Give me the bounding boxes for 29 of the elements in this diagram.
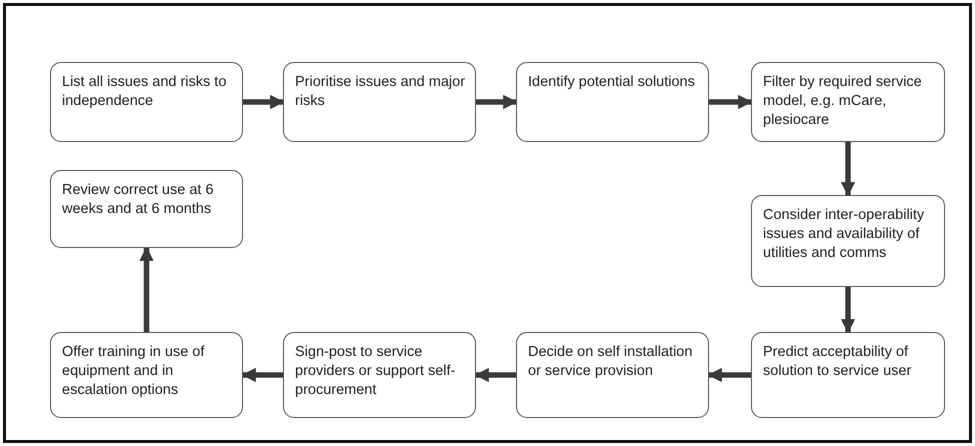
process-box bbox=[283, 62, 476, 142]
step-text: Consider inter-operability issues and availability of utilities and comms bbox=[763, 206, 926, 263]
arrow bbox=[139, 246, 154, 332]
arrow bbox=[708, 368, 751, 382]
arrow bbox=[474, 368, 516, 382]
process-box bbox=[516, 62, 709, 142]
process-box bbox=[50, 332, 243, 418]
process-box bbox=[751, 195, 945, 287]
process-box bbox=[50, 62, 243, 142]
step-text: Filter by required service model, e.g. mCare, plesiocare bbox=[763, 73, 923, 130]
step-text: Decide on self installation or service provision bbox=[528, 343, 694, 381]
step-text: Predict acceptability of solution to service user bbox=[763, 343, 912, 381]
arrow bbox=[840, 142, 856, 196]
step-text: Review correct use at 6 weeks and at 6 months bbox=[62, 181, 215, 219]
arrow bbox=[709, 94, 752, 110]
process-box bbox=[50, 170, 243, 248]
process-box bbox=[751, 62, 945, 142]
step-text: Sign-post to service providers or support self-procurement bbox=[295, 343, 456, 400]
arrow bbox=[242, 368, 283, 382]
step-text: Offer training in use of equipment and in escalation options bbox=[62, 343, 206, 400]
step-text: Prioritise issues and major risks bbox=[295, 73, 466, 111]
arrow bbox=[840, 287, 856, 334]
step-text: List all issues and risks to independence bbox=[62, 73, 228, 111]
process-box bbox=[283, 332, 476, 418]
process-box bbox=[751, 332, 945, 418]
arrow bbox=[243, 94, 284, 110]
process-box bbox=[516, 332, 709, 418]
arrow bbox=[476, 94, 518, 110]
step-text: Identify potential solutions bbox=[528, 73, 696, 92]
